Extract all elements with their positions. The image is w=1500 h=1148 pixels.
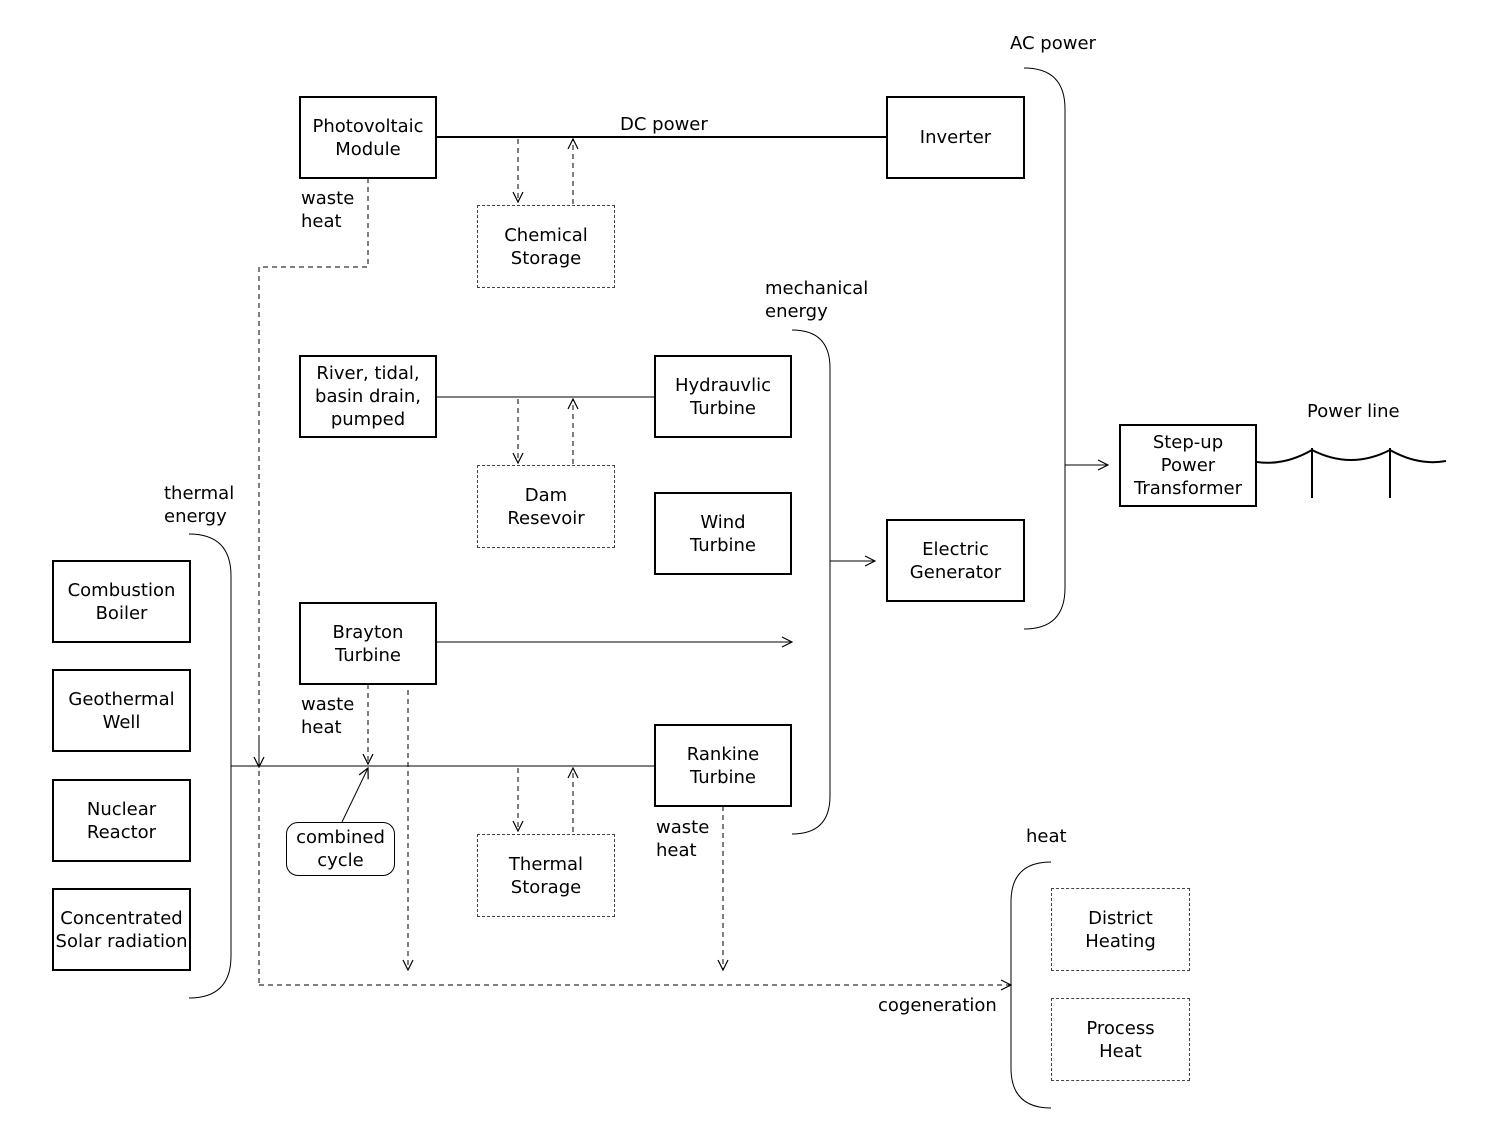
- combined-cycle-label: combined cycle: [296, 827, 385, 871]
- brayton-turbine-label: Brayton Turbine: [332, 621, 404, 666]
- chemical-storage-label: Chemical Storage: [504, 224, 588, 269]
- inverter-label: Inverter: [919, 127, 992, 148]
- thermal-energy-bracket: [188, 533, 232, 999]
- combustion-boiler-label: Combustion Boiler: [67, 579, 176, 624]
- power-line-wire: [1256, 448, 1447, 464]
- ac-power-label: AC power: [1010, 33, 1096, 54]
- ac-power-bracket: [1023, 67, 1066, 630]
- rankine-turbine-box: Rankine Turbine: [654, 724, 792, 807]
- geothermal-well-box: Geothermal Well: [52, 669, 191, 752]
- district-heating-box: District Heating: [1051, 888, 1190, 971]
- electric-generator-box: Electric Generator: [886, 519, 1025, 602]
- waste-heat-pv-label: waste heat: [301, 188, 355, 232]
- mechanical-energy-label: mechanical energy: [765, 278, 869, 322]
- river-tidal-box: River, tidal, basin drain, pumped: [299, 355, 437, 438]
- electric-generator-label: Electric Generator: [909, 538, 1002, 583]
- combined-cycle-box: combined cycle: [286, 822, 395, 876]
- thermal-energy-label: thermal energy: [164, 483, 235, 527]
- concentrated-solar-label: Concentrated Solar radiation: [55, 907, 188, 952]
- wind-turbine-label: Wind Turbine: [690, 511, 756, 556]
- nuclear-reactor-box: Nuclear Reactor: [52, 779, 191, 862]
- hydraulic-turbine-label: Hydrauvlic Turbine: [674, 374, 771, 419]
- brayton-turbine-box: Brayton Turbine: [299, 602, 437, 685]
- dam-reservoir-label: Dam Resevoir: [507, 484, 585, 529]
- wind-turbine-box: Wind Turbine: [654, 492, 792, 575]
- process-heat-label: Process Heat: [1086, 1017, 1155, 1062]
- cogeneration-label: cogeneration: [878, 995, 997, 1016]
- dam-reservoir-box: Dam Resevoir: [477, 465, 615, 548]
- mechanical-energy-bracket: [791, 329, 831, 835]
- thermal-storage-box: Thermal Storage: [477, 834, 615, 917]
- inverter-box: Inverter: [886, 96, 1025, 179]
- photovoltaic-module-box: Photovoltaic Module: [299, 96, 437, 179]
- heat-label: heat: [1026, 826, 1067, 847]
- district-heating-label: District Heating: [1085, 907, 1156, 952]
- combined-cycle-pointer: [341, 768, 368, 823]
- power-line-label: Power line: [1307, 401, 1400, 422]
- hydraulic-turbine-box: Hydrauvlic Turbine: [654, 355, 792, 438]
- concentrated-solar-box: Concentrated Solar radiation: [52, 888, 191, 971]
- step-up-transformer-box: Step-up Power Transformer: [1119, 424, 1257, 507]
- heat-bracket: [1010, 861, 1052, 1109]
- geothermal-well-label: Geothermal Well: [68, 688, 175, 733]
- dc-power-label: DC power: [620, 114, 708, 135]
- river-tidal-label: River, tidal, basin drain, pumped: [315, 363, 421, 430]
- photovoltaic-module-label: Photovoltaic Module: [312, 115, 424, 160]
- chemical-storage-box: Chemical Storage: [477, 205, 615, 288]
- waste-heat-brayton-label: waste heat: [301, 694, 355, 738]
- combustion-boiler-box: Combustion Boiler: [52, 560, 191, 643]
- rankine-turbine-label: Rankine Turbine: [686, 743, 760, 788]
- thermal-storage-label: Thermal Storage: [508, 853, 584, 898]
- nuclear-reactor-label: Nuclear Reactor: [86, 798, 157, 843]
- waste-heat-rankine-label: waste heat: [656, 817, 710, 861]
- process-heat-box: Process Heat: [1051, 998, 1190, 1081]
- step-up-transformer-label: Step-up Power Transformer: [1133, 432, 1242, 499]
